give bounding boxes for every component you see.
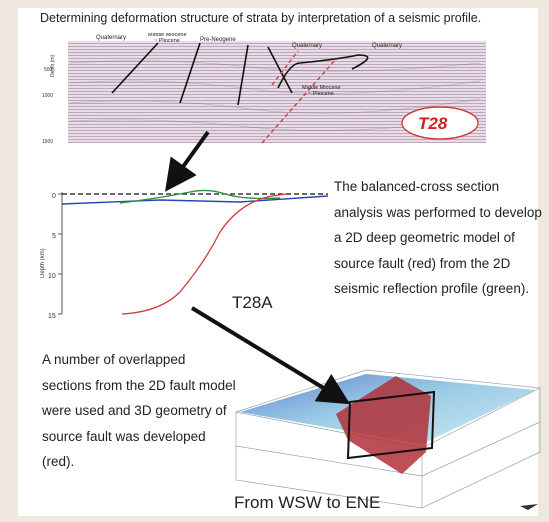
label-quaternary: Quaternary — [96, 35, 126, 41]
orientation-arrow-icon — [520, 504, 538, 510]
seismic-y-tick: 1000 — [42, 93, 53, 99]
description-3d-geometry: A number of overlapped sections from the… — [42, 352, 236, 469]
direction-label: From WSW to ENE — [234, 493, 381, 512]
model-y-tick: 15 — [48, 313, 56, 320]
label-pliocene: ~ Pliocene — [154, 38, 180, 44]
model-y-tick: 0 — [52, 193, 56, 200]
fault-model-3d — [235, 369, 542, 510]
model-label-t28a: T28A — [232, 293, 273, 312]
interpreted-faults — [111, 42, 369, 106]
model-y-tick: 10 — [48, 273, 56, 280]
label-middle-miocene: Middle Miocene — [302, 85, 341, 91]
seismic-y-axis-label: Depth (m) — [50, 54, 56, 77]
figure-title: Determining deformation structure of str… — [40, 11, 482, 25]
model-y-tick: 5 — [52, 233, 56, 240]
source-fault-red — [121, 193, 287, 315]
t28-badge — [401, 106, 479, 140]
label-quaternary: Quaternary — [372, 43, 402, 49]
fault-trace-red — [261, 50, 337, 144]
label-middle-miocene: Middle Miocene — [148, 33, 187, 38]
seismic-profile-panel: Depth (m) 500 1000 1500 Quaternary Middl… — [42, 33, 486, 145]
baseline-blue — [61, 195, 329, 205]
label-quaternary: Quaternary — [292, 43, 322, 49]
model-y-axis-label: Depth (km) — [40, 248, 46, 278]
seismic-y-tick: 500 — [44, 67, 53, 73]
label-pliocene: ~ Pliocene — [308, 91, 334, 97]
t28-label: T28 — [418, 114, 448, 133]
section-frame — [346, 390, 436, 460]
fault-model-2d: 0 5 10 15 Depth (km) — [40, 189, 329, 320]
seismic-y-tick: 1500 — [42, 139, 53, 145]
description-balanced-section: The balanced-cross section analysis was … — [334, 179, 542, 296]
seismic-profile-green — [119, 189, 281, 204]
label-pre-neogene: Pre-Neogene — [200, 37, 236, 43]
